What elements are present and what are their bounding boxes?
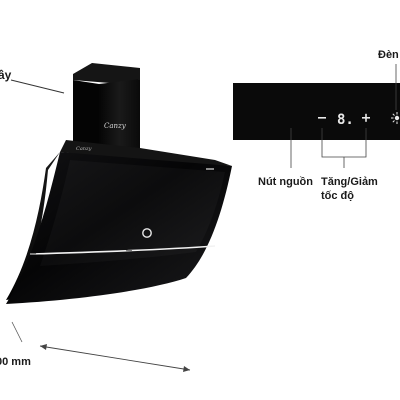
speed-minus-button[interactable]: [318, 117, 326, 119]
speed-plus-button-vertical[interactable]: [365, 113, 367, 122]
light-icon[interactable]: [391, 112, 400, 124]
label-width-dimension: 00 mm: [0, 356, 31, 368]
label-power-button: Nút nguồn: [258, 176, 313, 188]
hood-glass-panel: [6, 152, 232, 304]
speed-display: 8.: [337, 112, 354, 128]
hood-top-plate: [60, 140, 232, 166]
label-top-left: ây: [0, 68, 12, 82]
label-speed-line1: Tăng/Giảm: [321, 176, 378, 188]
dimension-arrow-left: [40, 344, 47, 350]
glass-power-ring[interactable]: [142, 228, 152, 238]
chimney-brand-logo: Canzy: [104, 122, 127, 130]
dimension-tick-left: [11, 321, 23, 343]
dimension-line: [39, 345, 191, 371]
label-pointer-line: [10, 79, 65, 94]
label-light: Đèn: [378, 49, 399, 61]
chimney-left-face: [73, 80, 99, 150]
glass-light-strip-break: [29, 245, 216, 255]
dimension-arrow-right: [183, 366, 190, 372]
chimney-top: [73, 63, 140, 84]
hood-brand-logo: Canzy: [76, 146, 92, 152]
glass-indicator: [206, 168, 214, 170]
control-panel: [233, 83, 400, 140]
chimney-front-face: [99, 79, 140, 151]
label-speed-line2: tốc độ: [321, 190, 354, 202]
